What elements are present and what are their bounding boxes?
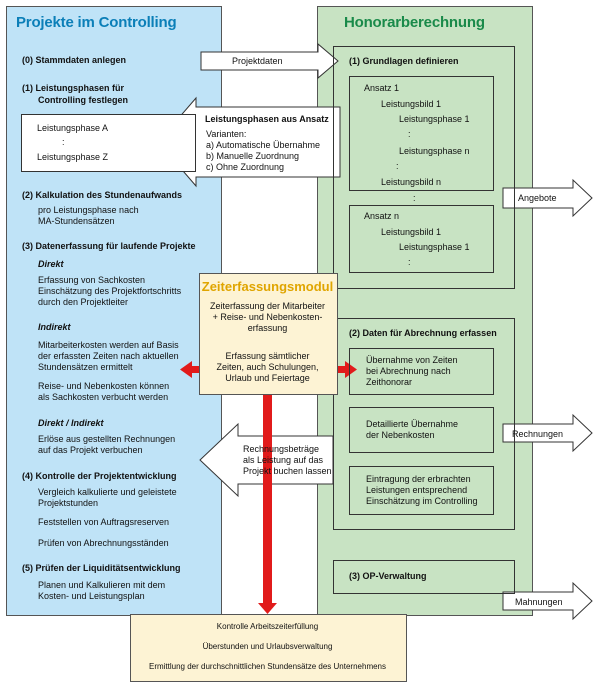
direkt-indirekt-text-2: auf das Projekt verbuchen [38, 445, 143, 455]
projektdaten-label: Projektdaten [232, 56, 283, 66]
step-5-text-2: Kosten- und Leistungsplan [38, 591, 145, 601]
indirekt-text-1: Mitarbeiterkosten werden auf Basis [38, 340, 179, 350]
op-verwaltung-box [333, 560, 515, 594]
nebenkosten-line-2: der Nebenkosten [366, 430, 435, 440]
zeiten-uebernahme-line-3: Zeithonorar [366, 377, 413, 387]
indirekt-text-2: der erfassten Zeiten nach aktuellen [38, 351, 179, 361]
grundlagen-box [333, 46, 515, 289]
ansatz-1-colon-2: : [396, 161, 399, 171]
lp-ansatz-variante-b: b) Manuelle Zuordnung [206, 151, 300, 161]
ansatz-n-title: Ansatz n [364, 211, 400, 221]
indirekt-heading: Indirekt [38, 322, 71, 332]
ansatz-n-leistungsphase-1: Leistungsphase 1 [399, 242, 470, 252]
lp-ansatz-varianten: Varianten: [206, 129, 247, 139]
leistungsphase-a: Leistungsphase A [37, 123, 109, 133]
step-4-text-3: Feststellen von Auftragsreserven [38, 517, 170, 527]
lp-ansatz-title: Leistungsphasen aus Ansatz [205, 114, 329, 124]
rechnungsbetraege-line-3: Projekt buchen lassen [243, 466, 332, 476]
direkt-text-1: Erfassung von Sachkosten [38, 275, 146, 285]
step-4-text-4: Prüfen von Abrechnungsständen [38, 538, 169, 548]
controlling-panel [6, 6, 222, 616]
step-2-abrechnung: (2) Daten für Abrechnung erfassen [349, 328, 497, 338]
nebenkosten-box [349, 407, 494, 453]
indirekt-text-3: Stundensätzen ermittelt [38, 362, 133, 372]
zeiterfassung-text-2: + Reise- und Nebenkosten- [212, 312, 323, 322]
direkt-indirekt-text-1: Erlöse aus gestellten Rechnungen [38, 434, 176, 444]
ansatz-1-leistungsbild-1: Leistungsbild 1 [381, 99, 442, 109]
step-2-kalkulation: (2) Kalkulation des Stundenaufwands [22, 190, 183, 200]
zeiten-uebernahme-line-1: Übernahme von Zeiten [366, 355, 458, 365]
rechnungsbetraege-line-1: Rechnungsbeträge [243, 444, 320, 454]
lp-ansatz-variante-c: c) Ohne Zuordnung [206, 162, 285, 172]
ansatz-n-leistungsbild-1: Leistungsbild 1 [381, 227, 442, 237]
zeiterfassung-text-6: Urlaub und Feiertage [225, 373, 310, 383]
ansatz-colon-between: : [413, 193, 416, 203]
leistungen-eintragung-line-1: Eintragung der erbrachten [366, 474, 471, 484]
leistungen-eintragung-line-2: Leistungen entsprechend [366, 485, 468, 495]
indirekt-text-4: Reise- und Nebenkosten können [38, 381, 170, 391]
zeiterfassung-text-4: Erfassung sämtlicher [225, 351, 310, 361]
lp-ansatz-variante-a: a) Automatische Übernahme [206, 140, 321, 150]
auswertung-box [130, 614, 407, 682]
leistungen-eintragung-line-3: Einschätzung im Controlling [366, 496, 478, 506]
auswertung-line-2: Überstunden und Urlaubsverwaltung [202, 642, 333, 651]
indirekt-text-5: als Sachkosten verbucht werden [38, 392, 169, 402]
abrechnung-box [333, 318, 515, 530]
ansatz-1-title: Ansatz 1 [364, 83, 400, 93]
mahnungen-arrow [502, 581, 593, 621]
direkt-indirekt-heading: Direkt / Indirekt [38, 418, 104, 428]
step-1-leistungsphasen-line2: Controlling festlegen [38, 95, 128, 105]
step-2-line2: MA-Stundensätzen [38, 216, 115, 226]
direkt-text-3: durch den Projektleiter [38, 297, 129, 307]
zeiterfassungsmodul-title: Zeiterfassungsmodul [201, 279, 334, 294]
ansatz-1-leistungsbild-n: Leistungsbild n [381, 177, 442, 187]
auswertung-line-1: Kontrolle Arbeitszeiterfüllung [216, 622, 319, 631]
ansatz-1-colon-1: : [408, 129, 411, 139]
step-4-text-2: Projektstunden [38, 498, 99, 508]
auswertung-line-3: Ermittlung der durchschnittlichen Stunde… [148, 662, 387, 671]
zeiterfassung-text-3: erfassung [247, 323, 288, 333]
leistungen-eintragung-box [349, 466, 494, 515]
step-4-text-1: Vergleich kalkulierte und geleistete [38, 487, 177, 497]
zeiterfassung-text-5: Zeiten, auch Schulungen, [216, 362, 319, 372]
red-connector-arrows [180, 361, 357, 614]
angebote-label: Angebote [518, 193, 557, 203]
step-3-datenerfassung: (3) Datenerfassung für laufende Projekte [22, 241, 196, 251]
ansatz-n-colon: : [408, 257, 411, 267]
leistungsphase-z: Leistungsphase Z [37, 152, 109, 162]
zeiten-uebernahme-line-2: bei Abrechnung nach [366, 366, 451, 376]
step-5-text-1: Planen und Kalkulieren mit dem [38, 580, 166, 590]
ansatz-n-box [349, 205, 494, 273]
step-3-op-verwaltung: (3) OP-Verwaltung [349, 571, 427, 581]
ansatz-1-leistungsphase-n: Leistungsphase n [399, 146, 470, 156]
direkt-text-2: Einschätzung des Projektfortschritts [38, 286, 182, 296]
controlling-title: Projekte im Controlling [16, 14, 177, 31]
ansatz-1-box [349, 76, 494, 191]
zeiterfassung-text-1: Zeiterfassung der Mitarbeiter [209, 301, 326, 311]
projektdaten-arrow [200, 42, 339, 80]
leistungsphasen-ansatz-arrow [157, 96, 341, 188]
zeiterfassungsmodul-box [199, 273, 338, 395]
zeiten-uebernahme-box [349, 348, 494, 395]
honorar-title: Honorarberechnung [344, 14, 485, 31]
step-2-line1: pro Leistungsphase nach [38, 205, 139, 215]
mahnungen-label: Mahnungen [515, 597, 563, 607]
step-5-liquiditaet: (5) Prüfen der Liquiditätsentwicklung [22, 563, 181, 573]
step-0-stammdaten: (0) Stammdaten anlegen [22, 55, 127, 65]
ansatz-1-leistungsphase-1: Leistungsphase 1 [399, 114, 470, 124]
nebenkosten-line-1: Detaillierte Übernahme [366, 419, 459, 429]
leistungsphase-colon: : [62, 137, 65, 147]
direkt-heading: Direkt [38, 259, 64, 269]
leistungsphasen-box [21, 114, 196, 172]
step-1-leistungsphasen: (1) Leistungsphasen für [22, 83, 125, 93]
step-4-kontrolle: (4) Kontrolle der Projektentwicklung [22, 471, 177, 481]
rechnungen-label: Rechnungen [512, 429, 564, 439]
rechnungsbetraege-line-2: als Leistung auf das [243, 455, 324, 465]
step-1-grundlagen: (1) Grundlagen definieren [349, 56, 459, 66]
